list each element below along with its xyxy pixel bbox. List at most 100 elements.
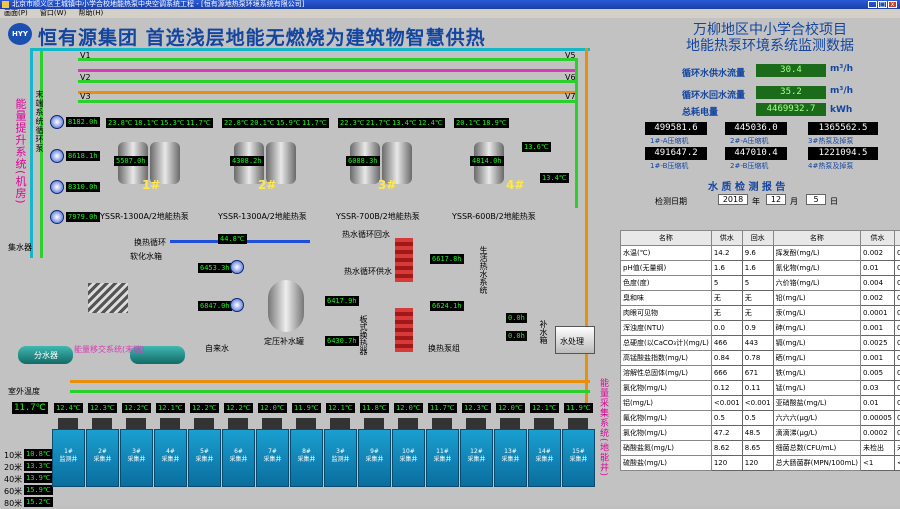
report-day[interactable]: 5 bbox=[806, 194, 826, 205]
table-cell: 47.2 bbox=[711, 426, 742, 441]
well-cap-icon bbox=[126, 418, 146, 429]
table-cell: 0.03 bbox=[895, 381, 900, 396]
table-cell: 0.004 bbox=[895, 276, 900, 291]
circulation-pump-4-icon[interactable] bbox=[50, 210, 64, 224]
table-cell: 硝酸盐氮(mg/L) bbox=[621, 441, 712, 456]
well-cap-icon bbox=[194, 418, 214, 429]
energy-system-label: 能量提升系统(机房) bbox=[12, 98, 28, 248]
report-date-label: 检测日期 bbox=[655, 196, 687, 207]
menu-item-help[interactable]: 帮助(H) bbox=[79, 9, 104, 17]
heat-pump-a-icon[interactable] bbox=[230, 260, 244, 274]
makeup-tank-label: 水处理 bbox=[560, 336, 584, 347]
well-cap-icon bbox=[228, 418, 248, 429]
hp1-temp-4: 11.7℃ bbox=[184, 118, 213, 128]
counter-2a-label: 2#-A压缩机 bbox=[730, 136, 768, 146]
well-temp: 12.0℃ bbox=[496, 403, 525, 413]
terminal-coil-icon bbox=[88, 283, 128, 313]
col-supply-2: 供水 bbox=[861, 231, 895, 246]
minimize-button[interactable]: _ bbox=[868, 1, 877, 8]
pipe-v4 bbox=[78, 91, 578, 94]
table-cell: <1 bbox=[895, 456, 900, 471]
counter-2b-label: 2#-B压缩机 bbox=[730, 161, 768, 171]
scada-canvas: HYY 恒有源集团 首选浅层地能无燃烧为建筑物智慧供热 万柳地区中小学合校项目 … bbox=[0, 18, 900, 506]
table-row: 氯化物(mg/L)0.120.11锰(mg/L)0.030.03 bbox=[621, 381, 900, 396]
menu-bar: 画面(P) 窗口(W) 帮助(H) bbox=[0, 9, 900, 18]
pump-group-label: 换热泵组 bbox=[428, 343, 460, 354]
hp1-runtime: 5507.0h bbox=[114, 156, 148, 166]
maximize-button[interactable]: □ bbox=[878, 1, 887, 8]
well-cap-icon bbox=[364, 418, 384, 429]
hp4-runtime: 4814.0h bbox=[470, 156, 504, 166]
pipe-left-riser-2 bbox=[30, 48, 33, 258]
circulation-pump-2-icon[interactable] bbox=[50, 149, 64, 163]
well-cap-icon bbox=[568, 418, 588, 429]
table-cell: 0.0025 bbox=[895, 336, 900, 351]
hp2-temp-2: 20.1℃ bbox=[248, 118, 277, 128]
well-temp: 12.2℃ bbox=[224, 403, 253, 413]
table-cell: 0.0025 bbox=[861, 336, 895, 351]
table-cell: 0.003 bbox=[895, 291, 900, 306]
company-slogan: 恒有源集团 首选浅层地能无燃烧为建筑物智慧供热 bbox=[38, 23, 486, 50]
well-temp: 11.8℃ bbox=[360, 403, 389, 413]
table-cell: 0.005 bbox=[895, 366, 900, 381]
project-title-line1: 万柳地区中小学合校项目 bbox=[650, 22, 890, 38]
room-temp-label: 室外温度 bbox=[8, 386, 40, 397]
pipe-v1 bbox=[78, 58, 578, 61]
window-title: 北京市顺义区王城镇中小学合校地能热泵中央空调系统工程 - [恒有源地热泵环境系统… bbox=[12, 0, 304, 8]
table-cell: 六六六(μg/L) bbox=[773, 411, 860, 426]
pipe-right-orange bbox=[585, 48, 588, 408]
table-cell: 0.0001 bbox=[895, 306, 900, 321]
menu-item-screen[interactable]: 画面(P) bbox=[4, 9, 28, 17]
report-month-unit: 月 bbox=[790, 196, 798, 207]
heat-loop-label: 换热循环 bbox=[134, 237, 166, 248]
hp3-temp-4: 12.4℃ bbox=[416, 118, 445, 128]
table-cell: 0.84 bbox=[711, 351, 742, 366]
well-temp: 11.9℃ bbox=[564, 403, 593, 413]
well-temp: 12.0℃ bbox=[258, 403, 287, 413]
supply-flow-unit: m³/h bbox=[830, 64, 853, 74]
side-reading-4: 7979.0h bbox=[66, 212, 100, 222]
well-temp: 12.3℃ bbox=[462, 403, 491, 413]
report-year[interactable]: 2018 bbox=[718, 194, 748, 205]
well-label: 5# 采集井 bbox=[189, 448, 220, 464]
heat-pump-b-icon[interactable] bbox=[230, 298, 244, 312]
project-title: 万柳地区中小学合校项目 地能热泵环境系统监测数据 bbox=[650, 22, 890, 54]
valve-v2-label: V2 bbox=[80, 73, 91, 82]
valve-v5-label: V5 bbox=[565, 51, 576, 60]
table-cell: 443 bbox=[742, 336, 773, 351]
circulation-pump-3-icon[interactable] bbox=[50, 180, 64, 194]
table-cell: 0.00005 bbox=[895, 411, 900, 426]
counter-3: 1365562.5 bbox=[808, 122, 878, 135]
return-flow-unit: m³/h bbox=[830, 86, 853, 96]
table-cell: 0.001 bbox=[895, 321, 900, 336]
table-cell: pH值(无量纲) bbox=[621, 261, 712, 276]
table-cell: 挥发酚(mg/L) bbox=[773, 246, 860, 261]
table-cell: 锰(mg/L) bbox=[773, 381, 860, 396]
well-label: 3# 监测井 bbox=[325, 448, 356, 464]
meter-a: 6453.3h bbox=[198, 263, 232, 273]
hp2-name: YSSR-1300A/2地能热泵 bbox=[218, 211, 307, 222]
well-label: 15# 采集井 bbox=[563, 448, 594, 464]
well-cap-icon bbox=[262, 418, 282, 429]
table-cell: 镉(mg/L) bbox=[773, 336, 860, 351]
circulation-pump-1-icon[interactable] bbox=[50, 115, 64, 129]
table-cell: 硫酸盐(mg/L) bbox=[621, 456, 712, 471]
report-month[interactable]: 12 bbox=[766, 194, 786, 205]
table-cell: 未检出 bbox=[861, 441, 895, 456]
small-meter-a: 0.0h bbox=[506, 313, 527, 323]
heat-exchanger-2 bbox=[395, 308, 413, 352]
heat-exchanger-1 bbox=[395, 238, 413, 282]
return-flow-value: 35.2 bbox=[756, 86, 826, 99]
close-button[interactable]: x bbox=[888, 1, 897, 8]
table-cell: 六价铬(mg/L) bbox=[773, 276, 860, 291]
table-cell: 1.6 bbox=[711, 261, 742, 276]
ground-system-label: 能量采集系统(地能井) bbox=[597, 378, 610, 478]
table-cell: 0.12 bbox=[711, 381, 742, 396]
side-reading-1: 8182.0h bbox=[66, 117, 100, 127]
table-header-row: 名称 供水 回水 名称 供水 回水 bbox=[621, 231, 900, 246]
table-cell: 0.001 bbox=[861, 321, 895, 336]
table-cell: 0.11 bbox=[742, 381, 773, 396]
well-cap-icon bbox=[160, 418, 180, 429]
table-cell: 0.002 bbox=[861, 291, 895, 306]
menu-item-window[interactable]: 窗口(W) bbox=[40, 9, 66, 17]
